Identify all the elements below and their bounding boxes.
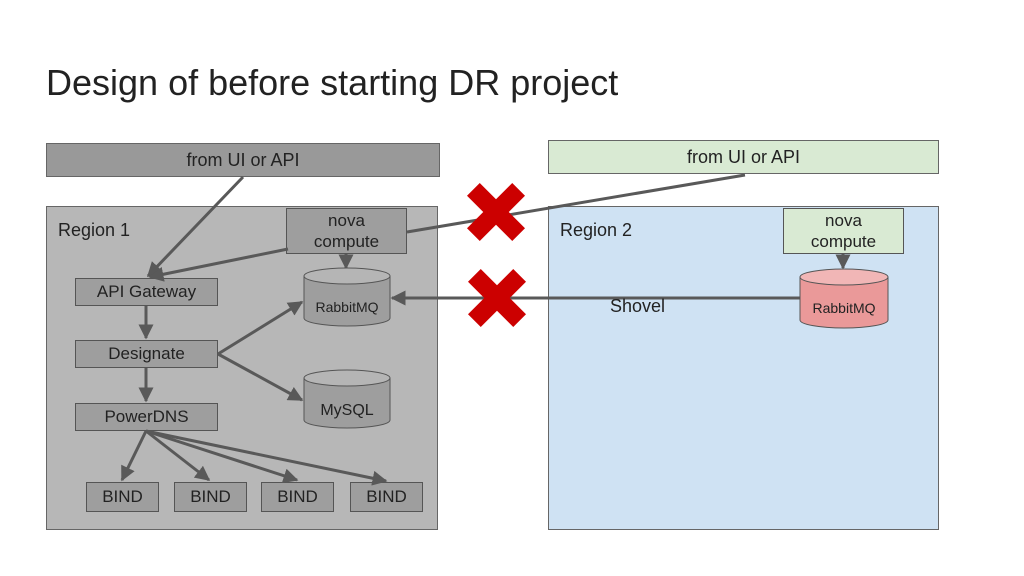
right-ui-to-left-nova-line	[406, 173, 746, 234]
left-source-bar: from UI or API	[46, 143, 440, 177]
region-2	[548, 206, 939, 530]
bind-node: BIND	[174, 482, 247, 512]
cross-icon	[467, 183, 525, 241]
powerdns-to-bind-arrow	[145, 429, 299, 483]
rabbitmq-left-cylinder	[303, 267, 391, 327]
region-1-label: Region 1	[58, 220, 131, 240]
nova-compute-left-label: nova compute	[313, 210, 380, 251]
designate-to-mysql-arrow	[217, 352, 304, 402]
bind-node: BIND	[86, 482, 159, 512]
nova-compute-right-label: nova compute	[810, 210, 877, 251]
designate-node: Designate	[75, 340, 218, 368]
page-title: Design of before starting DR project	[46, 62, 619, 103]
region-2-label: Region 2	[560, 220, 633, 240]
nova-compute-right: nova compute	[783, 208, 904, 254]
designate-to-rabbitmq-arrow	[217, 300, 304, 356]
nova-to-gateway-arrow	[148, 247, 289, 282]
nova-compute-left: nova compute	[286, 208, 407, 254]
rabbitmq-right-cylinder	[799, 268, 889, 329]
right-source-bar: from UI or API	[548, 140, 939, 174]
bind-node: BIND	[350, 482, 423, 512]
ui-to-gateway-arrow	[146, 175, 245, 278]
shovel-label: Shovel	[610, 296, 666, 316]
rabbitmq-right-label: RabbitMQ	[812, 300, 876, 316]
bind-node: BIND	[261, 482, 334, 512]
cross-icon	[468, 269, 526, 327]
powerdns-to-bind-arrow	[145, 429, 388, 486]
powerdns-to-bind-arrow	[120, 430, 148, 482]
rabbitmq-left-label: RabbitMQ	[315, 299, 379, 315]
mysql-cylinder	[303, 369, 391, 429]
powerdns-to-bind-arrow	[145, 429, 211, 482]
api-gateway-node: API Gateway	[75, 278, 218, 306]
mysql-label: MySQL	[320, 402, 374, 419]
